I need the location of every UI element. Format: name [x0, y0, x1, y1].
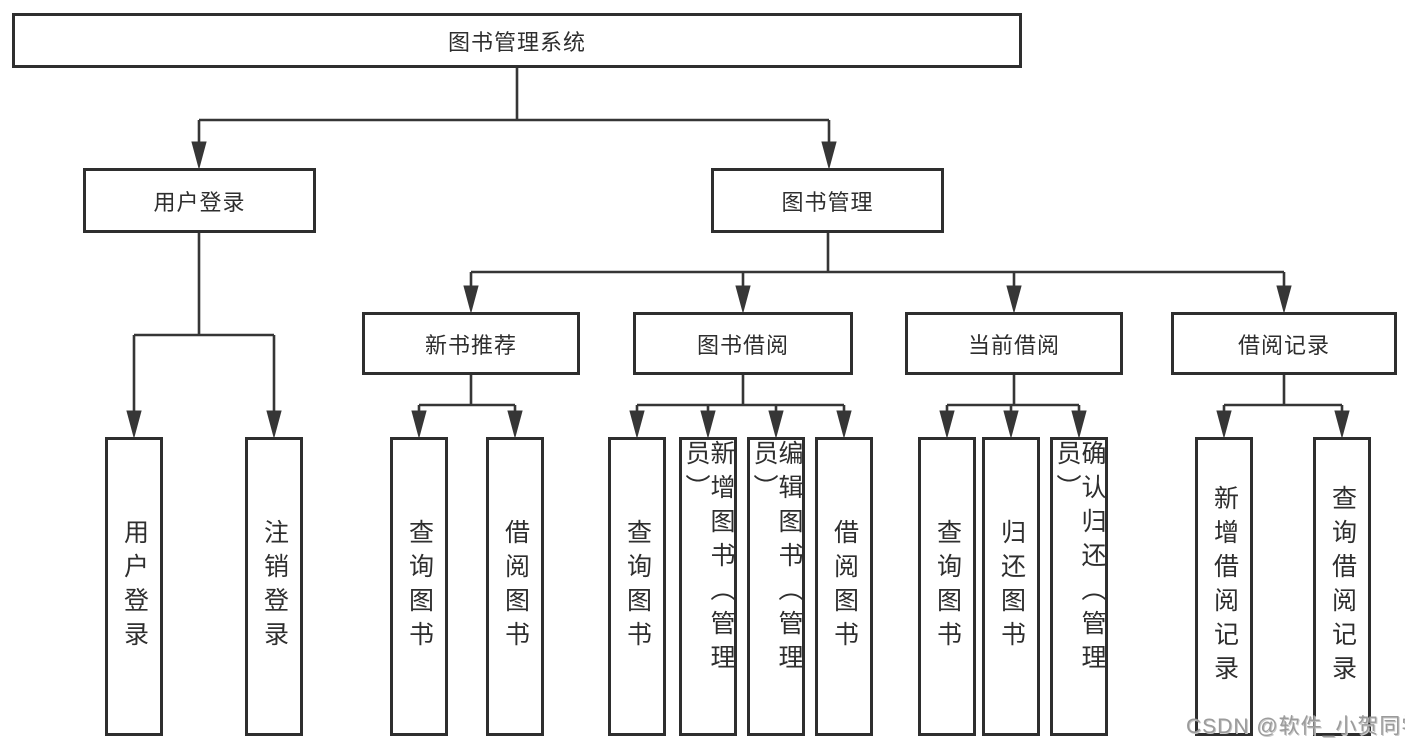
- node-root-system: 图书管理系统: [12, 13, 1022, 68]
- arrowhead-user-login: [191, 141, 207, 170]
- leaf-label: 借阅图书: [830, 518, 859, 655]
- arrowhead-book-borrow: [735, 285, 751, 314]
- leaf-label: 查询借阅记录: [1328, 484, 1357, 689]
- arrowhead-leaf-query-books-2: [629, 410, 645, 439]
- node-book-borrow: 图书借阅: [633, 312, 853, 375]
- connector-book-borrow-leaves: [635, 374, 846, 412]
- node-current-borrow: 当前借阅: [905, 312, 1123, 375]
- leaf-label: 用户登录: [120, 518, 149, 655]
- connector-root-to-level2: [197, 68, 831, 143]
- arrowhead-leaf-borrow-books-2: [836, 410, 852, 439]
- leaf-label: 查询图书: [623, 518, 652, 655]
- connector-book-management-to-level3: [469, 233, 1286, 287]
- node-leaf-query-books-1: 查询图书: [390, 437, 448, 736]
- leaf-label: 查询图书: [405, 518, 434, 655]
- arrowhead-leaf-query-books-1: [411, 410, 427, 439]
- node-user-login: 用户登录: [83, 168, 316, 233]
- csdn-watermark: CSDN @软件_小贺同学: [1186, 715, 1405, 738]
- arrowhead-leaf-borrow-books-1: [507, 410, 523, 439]
- node-leaf-query-borrow-record: 查询借阅记录: [1313, 437, 1371, 736]
- node-leaf-confirm-return-admin: 确认归还（管理员）: [1050, 437, 1108, 736]
- leaf-label: 借阅图书: [501, 518, 530, 655]
- arrowhead-current-borrow: [1006, 285, 1022, 314]
- node-leaf-query-books-3: 查询图书: [918, 437, 976, 736]
- node-leaf-user-login: 用户登录: [105, 437, 163, 736]
- arrowhead-book-management: [821, 141, 837, 170]
- node-leaf-add-borrow-record: 新增借阅记录: [1195, 437, 1253, 736]
- node-leaf-edit-book-admin: 编辑图书（管理员）: [747, 437, 805, 736]
- leaf-label: 查询图书: [933, 518, 962, 655]
- arrowhead-leaf-query-books-3: [939, 410, 955, 439]
- node-leaf-borrow-books-2: 借阅图书: [815, 437, 873, 736]
- arrowhead-leaf-edit-book: [768, 410, 784, 439]
- connector-new-book-recommend-leaves: [417, 375, 517, 412]
- arrowhead-leaf-confirm-return: [1071, 410, 1087, 439]
- leaf-label: 编辑图书（管理员）: [750, 440, 803, 678]
- leaf-label: 确认归还（管理员）: [1053, 440, 1106, 678]
- node-leaf-add-book-admin: 新增图书（管理员）: [679, 437, 737, 736]
- node-leaf-logout: 注销登录: [245, 437, 303, 736]
- arrowhead-leaf-query-borrow-record: [1334, 410, 1350, 439]
- node-leaf-borrow-books-1: 借阅图书: [486, 437, 544, 736]
- connector-user-login-leaves: [132, 233, 276, 412]
- leaf-label: 新增借阅记录: [1210, 484, 1239, 689]
- leaf-label: 注销登录: [260, 518, 289, 655]
- arrowhead-leaf-user-login: [126, 410, 142, 439]
- arrowhead-new-book-recommend: [463, 285, 479, 314]
- node-borrow-records: 借阅记录: [1171, 312, 1397, 375]
- node-new-book-recommend: 新书推荐: [362, 312, 580, 375]
- arrowhead-leaf-logout: [266, 410, 282, 439]
- connector-borrow-records-leaves: [1222, 374, 1344, 412]
- connector-current-borrow-leaves: [945, 374, 1081, 412]
- node-book-management: 图书管理: [711, 168, 944, 233]
- leaf-label: 新增图书（管理员）: [682, 440, 735, 678]
- node-leaf-return-books: 归还图书: [982, 437, 1040, 736]
- arrowhead-leaf-add-borrow-record: [1216, 410, 1232, 439]
- arrowhead-leaf-return-books: [1003, 410, 1019, 439]
- arrowhead-borrow-records: [1276, 285, 1292, 314]
- leaf-label: 归还图书: [997, 518, 1026, 655]
- node-leaf-query-books-2: 查询图书: [608, 437, 666, 736]
- arrowhead-leaf-add-book: [700, 410, 716, 439]
